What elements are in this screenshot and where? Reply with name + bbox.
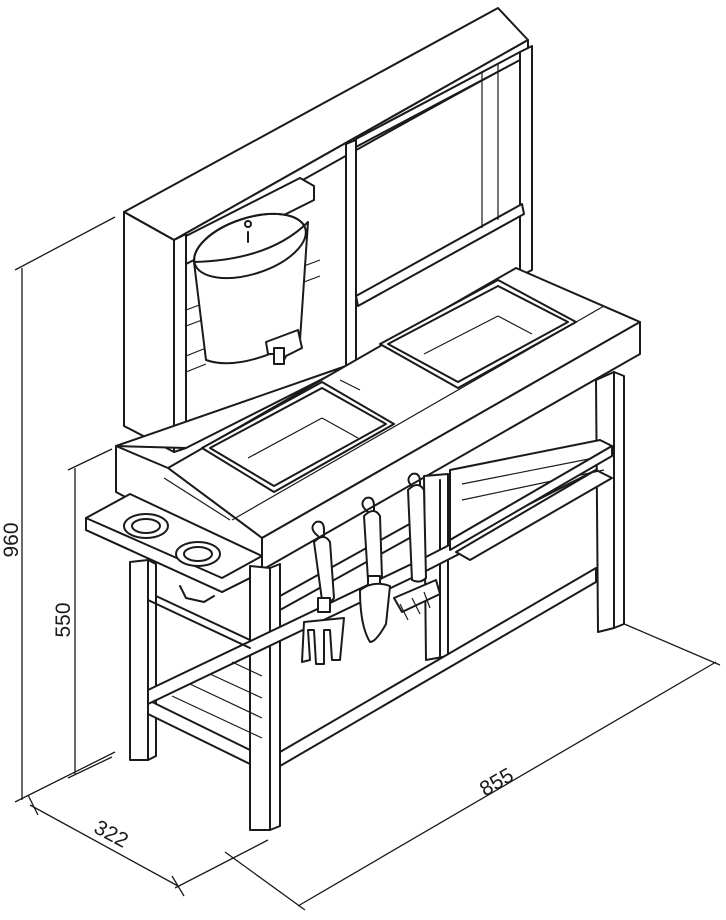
garden-trowel-icon bbox=[359, 510, 391, 643]
upper-hutch bbox=[123, 7, 533, 453]
basin-right bbox=[379, 279, 577, 389]
water-bucket bbox=[193, 212, 309, 365]
dimension-lines bbox=[14, 216, 721, 911]
dimension-depth-label: 322 bbox=[90, 816, 132, 853]
basin-left bbox=[201, 381, 395, 493]
garden-fork-icon bbox=[301, 536, 345, 665]
dimension-width-label: 855 bbox=[476, 764, 518, 801]
garden-rake-icon bbox=[393, 484, 441, 621]
dimension-height-table-label: 550 bbox=[52, 602, 75, 637]
dimension-height-total-label: 960 bbox=[0, 522, 23, 557]
